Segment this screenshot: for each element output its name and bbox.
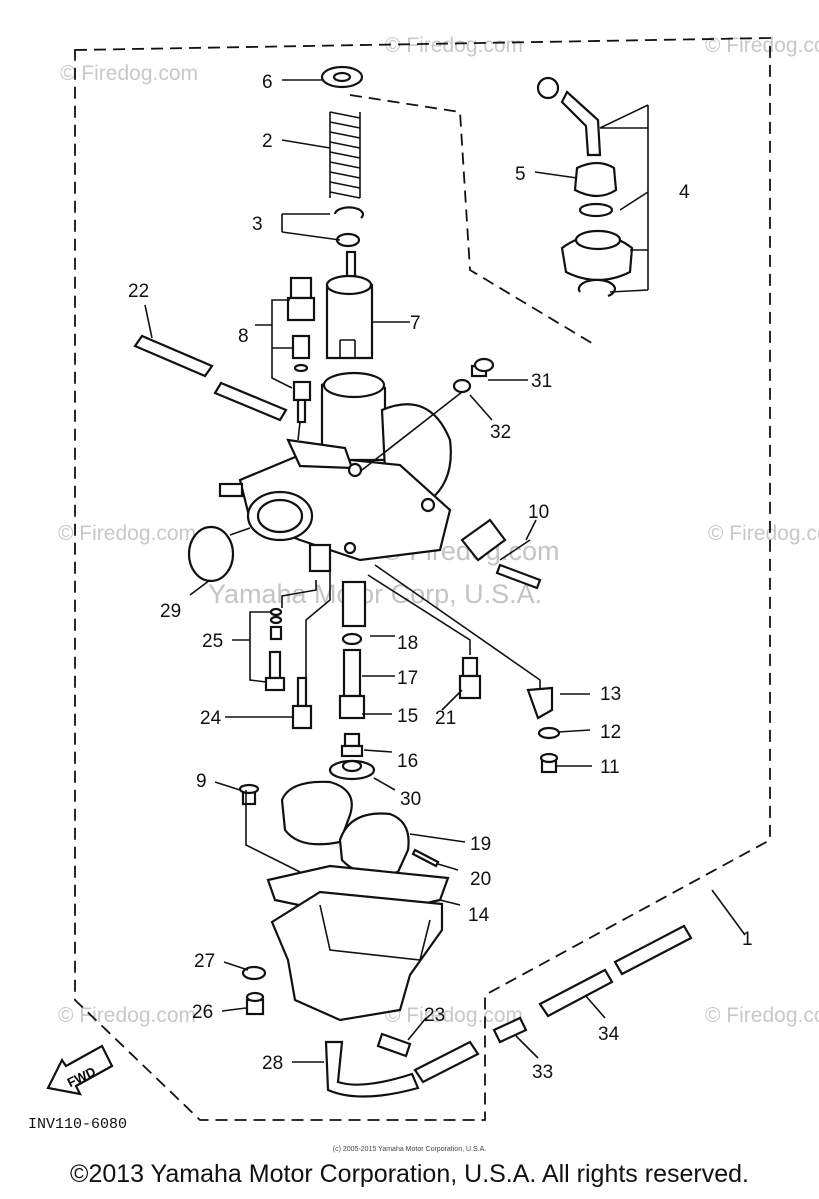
callout-6: 6 xyxy=(262,72,273,93)
cap-group-boundary xyxy=(349,94,596,346)
callout-17: 17 xyxy=(397,668,418,689)
part-22-hose-2 xyxy=(213,381,288,422)
callout-33: 33 xyxy=(532,1062,553,1083)
part-3-clips xyxy=(333,206,365,248)
callout-15: 15 xyxy=(397,706,418,727)
part-25-pilot-jet xyxy=(264,607,286,692)
small-copyright: (c) 2005-2015 Yamaha Motor Corporation, … xyxy=(332,1146,487,1153)
callout-9: 9 xyxy=(196,771,207,792)
callout-14: 14 xyxy=(468,905,490,926)
part-23-drain-fitting xyxy=(376,1032,412,1058)
carburetor-body xyxy=(218,371,452,573)
callout-34: 34 xyxy=(598,1024,620,1045)
part-32-washer xyxy=(452,378,472,394)
callout-12: 12 xyxy=(600,722,621,743)
part-29-gasket xyxy=(187,525,235,583)
callout-31: 31 xyxy=(531,371,552,392)
watermark-firedog: © Firedog.com xyxy=(705,1004,819,1027)
callout-32: 32 xyxy=(490,422,511,443)
part-17-o-ring xyxy=(341,632,363,646)
watermark-firedog: © Firedog.com xyxy=(385,1004,523,1027)
part-9-screw xyxy=(238,783,260,806)
watermark-firedog: © Firedog.com xyxy=(58,522,196,545)
part-10-throttle-stop-screw xyxy=(460,518,542,590)
fwd-arrow: FWD xyxy=(46,1044,114,1096)
float-bowl xyxy=(270,890,444,1022)
part-8-pilot-screw-set xyxy=(286,276,316,424)
part-34-hose-2 xyxy=(613,924,693,976)
callout-16: 16 xyxy=(397,751,418,772)
callout-22: 22 xyxy=(128,281,149,302)
watermark-company: Yamaha Motor Corp, U.S.A. xyxy=(208,579,542,609)
callout-13: 13 xyxy=(600,684,621,705)
watermark-firedog: © Firedog.com xyxy=(385,34,523,57)
watermark-firedog: © Firedog.com xyxy=(58,1004,196,1027)
callout-20: 20 xyxy=(470,869,491,890)
callout-11: 11 xyxy=(600,757,620,778)
part-7-throttle-valve xyxy=(325,250,374,360)
part-21-fitting xyxy=(458,656,482,700)
part-31-screw xyxy=(470,357,495,378)
watermark-firedog: © Firedog.com xyxy=(60,62,198,85)
part-30-washer xyxy=(328,759,376,781)
callout-24: 24 xyxy=(200,708,222,729)
callout-23: 23 xyxy=(424,1005,445,1026)
part-26-drain-screw xyxy=(245,991,265,1016)
callout-18: 18 xyxy=(397,633,418,654)
part-28-hose-end xyxy=(413,1040,480,1084)
part-24-starter-jet xyxy=(291,676,313,730)
callout-10: 10 xyxy=(528,502,549,523)
part-15-needle-jet xyxy=(338,648,366,720)
part-22-hose xyxy=(133,334,214,378)
callout-5: 5 xyxy=(515,164,526,185)
callout-7: 7 xyxy=(410,313,421,334)
footer-copyright: ©2013 Yamaha Motor Corporation, U.S.A. A… xyxy=(70,1160,749,1188)
part-27-gasket xyxy=(241,965,267,981)
callout-19: 19 xyxy=(470,834,491,855)
part-2-spring xyxy=(329,111,361,199)
callout-8: 8 xyxy=(238,326,249,347)
diagram-code: INV110-6080 xyxy=(28,1116,127,1133)
callout-numbers: 6 2 3 4 5 7 8 22 31 32 10 29 25 18 17 13… xyxy=(128,72,753,1083)
watermark-firedog: © Firedog.com xyxy=(705,34,819,57)
assembly-boundary xyxy=(74,37,771,1121)
part-33-fitting xyxy=(492,1016,528,1044)
part-18-tube xyxy=(341,580,367,628)
part-6-washer xyxy=(320,65,364,89)
part-11-screw xyxy=(539,752,559,774)
callout-30: 30 xyxy=(400,789,421,810)
part-19-float xyxy=(280,780,410,876)
part-16-main-jet xyxy=(340,732,364,758)
part-20-float-pin xyxy=(411,848,440,868)
callout-29: 29 xyxy=(160,601,181,622)
part-13-bracket xyxy=(526,686,554,720)
callout-25: 25 xyxy=(202,631,223,652)
callout-4: 4 xyxy=(679,182,690,203)
leader-lines xyxy=(144,79,746,1063)
part-34-hose xyxy=(538,968,614,1018)
callout-3: 3 xyxy=(252,214,263,235)
part-4-cap-assembly xyxy=(536,76,634,298)
callout-26: 26 xyxy=(192,1002,213,1023)
callout-21: 21 xyxy=(435,708,456,729)
part-12-washer xyxy=(537,726,561,740)
callout-27: 27 xyxy=(194,951,215,972)
callout-28: 28 xyxy=(262,1053,283,1074)
watermark-firedog: © Firedog.com xyxy=(708,522,819,545)
callout-2: 2 xyxy=(262,131,273,152)
part-28-hose xyxy=(324,1040,420,1098)
callout-1: 1 xyxy=(742,929,753,950)
